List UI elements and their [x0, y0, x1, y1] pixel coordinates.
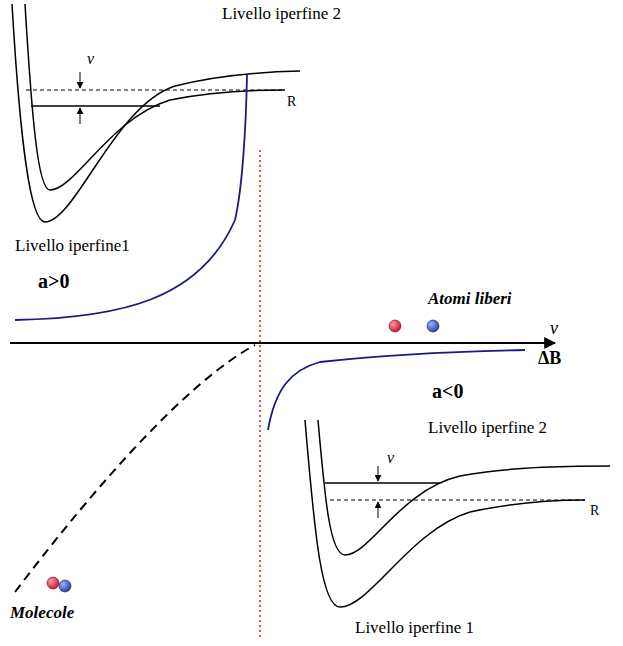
atom-dot	[59, 580, 71, 592]
state-label: Atomi liberi	[428, 289, 512, 309]
axis-label: R	[590, 503, 599, 519]
level-label: Livello iperfine 2	[222, 4, 341, 24]
potential-curve	[12, 4, 300, 222]
detuning-arrow	[80, 72, 81, 88]
bound-level	[31, 105, 160, 106]
detuning-arrow	[378, 502, 379, 518]
resonance-line	[259, 150, 261, 640]
detuning-arrow	[378, 466, 379, 481]
level-label: Livello iperfine 2	[428, 418, 547, 438]
molecule-branch	[15, 345, 255, 592]
axis-label: ΔB	[538, 348, 561, 369]
regime-label: a>0	[38, 270, 69, 293]
potential-curve	[318, 420, 610, 555]
scattering-length-curve	[15, 75, 247, 320]
atom-dot	[427, 320, 439, 332]
frequency-symbol: ν	[87, 50, 94, 68]
potential-curve	[305, 420, 585, 607]
bound-level	[325, 482, 440, 483]
level-label: Livello iperfine 1	[355, 618, 474, 638]
atom-dot	[389, 320, 401, 332]
detuning-arrow	[80, 108, 81, 124]
state-label: Molecole	[10, 603, 74, 623]
frequency-symbol: ν	[387, 449, 394, 467]
regime-label: a<0	[432, 380, 463, 403]
field-axis	[10, 342, 555, 344]
frequency-symbol: ν	[550, 318, 558, 339]
atom-dot	[47, 577, 59, 589]
threshold-line	[330, 500, 585, 501]
level-label: Livello iperfine1	[15, 236, 130, 256]
threshold-line	[26, 90, 284, 91]
axis-label: R	[287, 94, 296, 110]
